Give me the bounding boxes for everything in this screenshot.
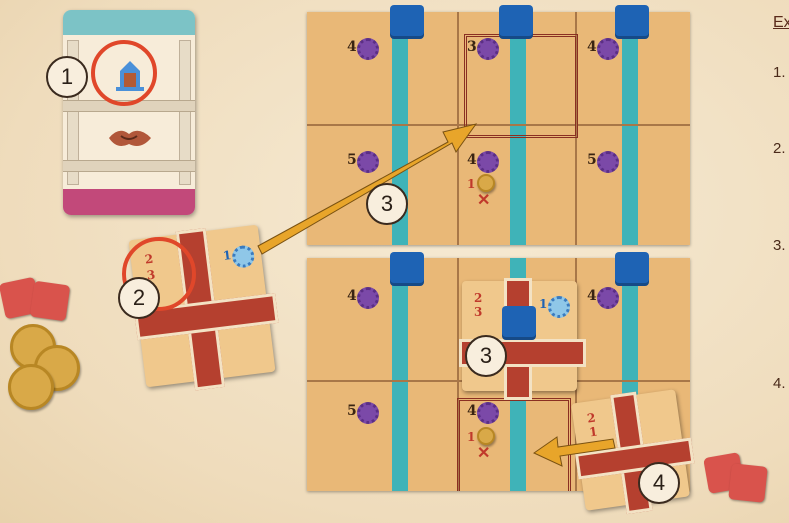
example-heading: Ex (773, 14, 789, 32)
arrow-left (534, 437, 615, 466)
step-1: 1. (773, 64, 786, 81)
step-4: 4. (773, 375, 786, 392)
arrow-up-right (258, 124, 476, 254)
resource-tile (728, 463, 768, 503)
step-3: 3. (773, 237, 786, 254)
step-2: 2. (773, 140, 786, 157)
resource-tile (30, 281, 71, 322)
callout-3a: 3 (366, 183, 408, 225)
coin-icon (8, 364, 54, 410)
